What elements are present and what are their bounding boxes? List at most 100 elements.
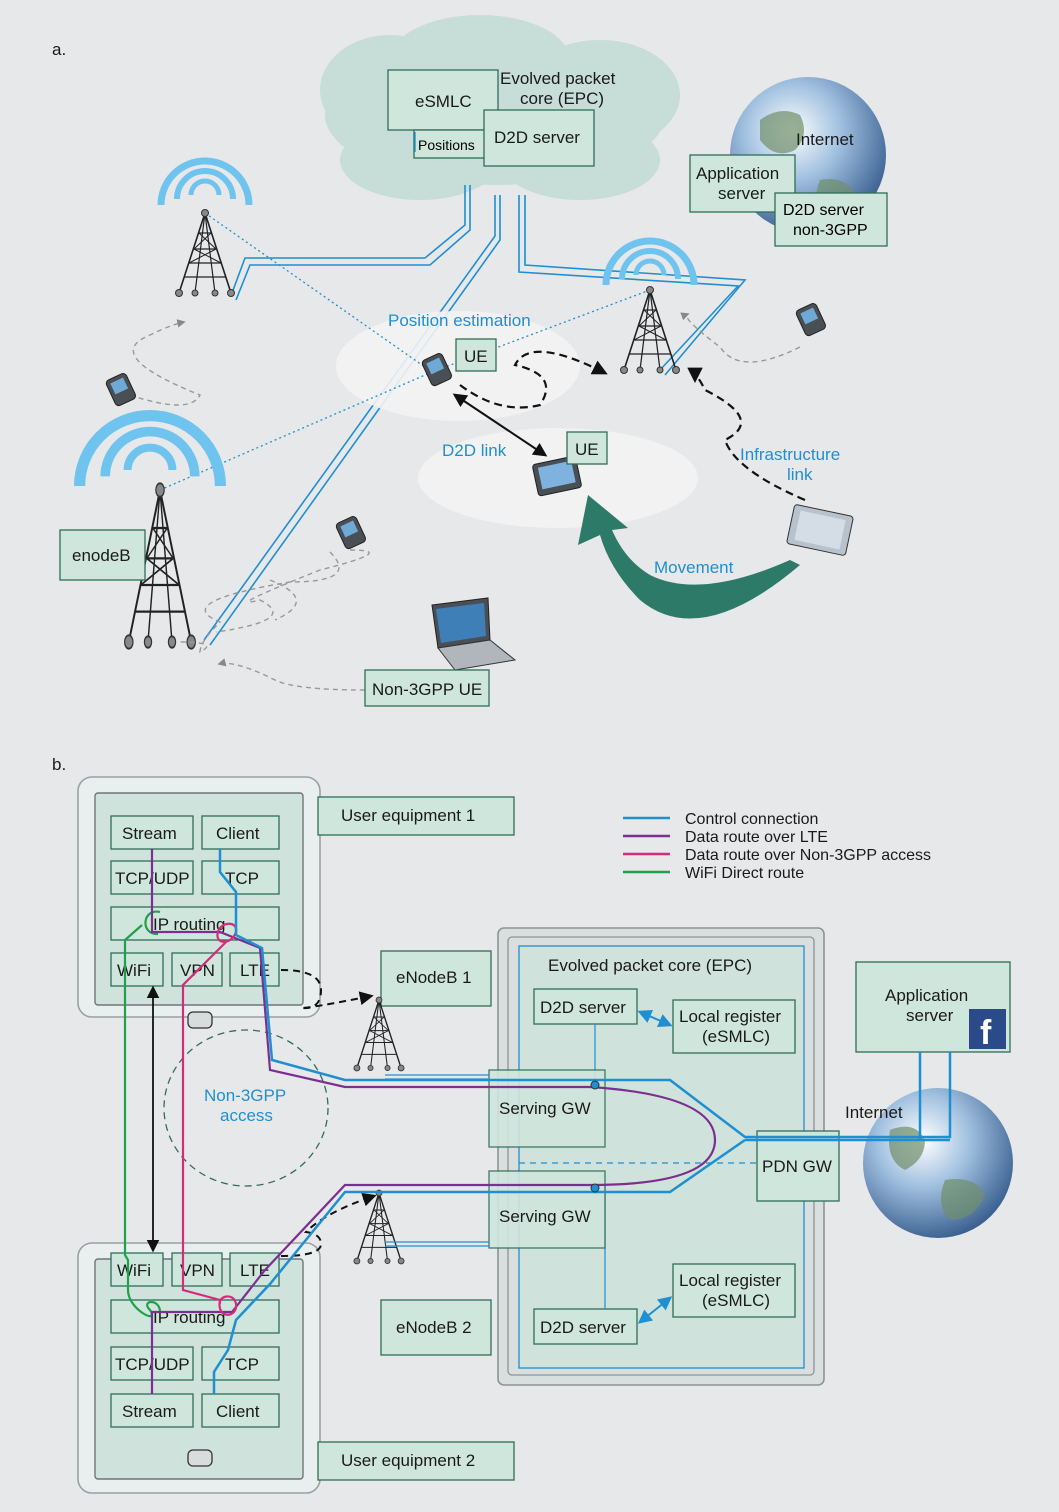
infrastructure-link-2 <box>687 367 806 502</box>
non3gpp-access-area <box>163 1029 329 1187</box>
ue2-iprouting-label: IP routing <box>153 1308 225 1327</box>
infrastructure-link-line1: Infrastructure <box>740 445 840 464</box>
internet-label-b: Internet <box>845 1103 903 1122</box>
positions-label: Positions <box>418 137 475 153</box>
ue1-wifi-label: WiFi <box>117 961 151 980</box>
ue-label-1: UE <box>464 347 488 366</box>
enodeb1-label: eNodeB 1 <box>396 968 472 987</box>
local-register-1-line2: (eSMLC) <box>702 1027 770 1046</box>
legend-label: WiFi Direct route <box>685 865 804 882</box>
enodeb2-box <box>380 1299 492 1356</box>
local-register-box-1 <box>672 999 796 1054</box>
app-server-b-line2: server <box>906 1006 954 1025</box>
ue-label-2: UE <box>575 440 599 459</box>
panel-b-label: b. <box>52 755 66 774</box>
device-paths <box>129 312 801 691</box>
serving-gw-box-1 <box>488 1069 606 1148</box>
ue2-title: User equipment 2 <box>341 1451 475 1470</box>
ue1-stream-label: Stream <box>122 824 177 843</box>
epc-title-line2: core (EPC) <box>520 89 604 108</box>
d2d-server-label: D2D server <box>494 128 580 147</box>
ue2-vpn-box <box>171 1252 223 1287</box>
d2d-server-label-2: D2D server <box>540 1318 626 1337</box>
ue1-wifi-box <box>110 952 164 987</box>
ue-box-1 <box>455 338 497 372</box>
d2d-server-box-2 <box>533 1308 638 1345</box>
ue2-tcp-label: TCP <box>225 1355 259 1374</box>
infrastructure-link-line2: link <box>787 465 813 484</box>
infrastructure-link-1 <box>459 350 608 409</box>
esmlc-label: eSMLC <box>415 92 472 111</box>
pdn-gw-label: PDN GW <box>762 1157 832 1176</box>
laptop-icon <box>431 597 517 671</box>
register-link-1 <box>637 1010 673 1027</box>
app-server-a-line1: Application <box>696 164 779 183</box>
ue1-client-label: Client <box>216 824 260 843</box>
d2d-non3gpp-line1: D2D server <box>783 202 865 219</box>
ue2-lte-label: LTE <box>240 1261 270 1280</box>
esmlc-box <box>387 69 499 131</box>
epc-title-b: Evolved packet core (EPC) <box>548 956 752 975</box>
serving-gw-label-1: Serving GW <box>499 1099 591 1118</box>
signal-waves-icon <box>80 416 221 486</box>
non3gpp-access-line1: Non-3GPP <box>204 1086 286 1105</box>
enodeb2-label: eNodeB 2 <box>396 1318 472 1337</box>
local-register-2-line2: (eSMLC) <box>702 1291 770 1310</box>
ue1-iprouting-box <box>110 906 280 941</box>
ue2-wifi-box <box>110 1252 164 1287</box>
control-route-ue2 <box>212 1138 950 1394</box>
d2d-server-box-1 <box>533 988 638 1025</box>
internet-label-a: Internet <box>796 130 854 149</box>
ue2-title-box <box>317 1441 515 1481</box>
tablet-device-icon <box>786 504 854 556</box>
non3gpp-ue-box <box>364 669 490 707</box>
svg-text:f: f <box>980 1014 992 1052</box>
non3gpp-access-line2: access <box>220 1106 273 1125</box>
d2d-non3gpp-box <box>774 192 888 247</box>
facebook-icon: f <box>969 1009 1006 1052</box>
non3gpp-ue-label: Non-3GPP UE <box>372 680 482 699</box>
legend-label: Data route over LTE <box>685 829 828 846</box>
ue2-client-label: Client <box>216 1402 260 1421</box>
ue1-title-box <box>317 796 515 836</box>
d2d-server-label-1: D2D server <box>540 998 626 1017</box>
movement-arrow-icon <box>578 495 800 619</box>
enodeb-label: enodeB <box>72 546 131 565</box>
signal-waves-icon <box>606 241 694 285</box>
tower-icon-enodeb1 <box>353 996 405 1072</box>
ue2-wifi-label: WiFi <box>117 1261 151 1280</box>
ue1-stream-box <box>110 815 194 850</box>
tower-icon-1 <box>174 208 236 298</box>
epc-cloud <box>320 15 680 200</box>
internet-globe-icon <box>863 1088 1013 1238</box>
enodeb1-box <box>380 950 492 1007</box>
serving-gw-label-2: Serving GW <box>499 1207 591 1226</box>
ue-tablet-icon <box>532 455 582 497</box>
ue1-iprouting-label: IP routing <box>153 915 225 934</box>
ue1-tcp-label: TCP <box>225 869 259 888</box>
control-route-ue1 <box>218 849 952 1139</box>
enodeb-box <box>59 529 146 581</box>
ue2-iprouting-box <box>110 1299 280 1334</box>
ue-box-2 <box>566 431 608 465</box>
home-button-icon <box>187 1449 213 1467</box>
lte-link-2 <box>280 1192 377 1257</box>
app-server-box-a <box>689 154 796 213</box>
register-link-2 <box>637 1296 673 1324</box>
tower-icon-2 <box>619 285 681 375</box>
ue2-lte-box <box>229 1252 280 1287</box>
positions-box <box>413 129 487 159</box>
local-register-box-2 <box>672 1263 796 1318</box>
position-estimation-lines <box>159 212 651 491</box>
ue2-stream-label: Stream <box>122 1402 177 1421</box>
mobile-device-icon <box>794 301 828 338</box>
movement-label: Movement <box>654 558 734 577</box>
mobile-device-icon <box>334 514 368 551</box>
ue2-client-box <box>201 1393 280 1428</box>
panel-a-label: a. <box>52 40 66 59</box>
position-estimation-label: Position estimation <box>388 311 531 330</box>
ue2-vpn-label: VPN <box>180 1261 215 1280</box>
legend-label: Data route over Non-3GPP access <box>685 847 931 864</box>
